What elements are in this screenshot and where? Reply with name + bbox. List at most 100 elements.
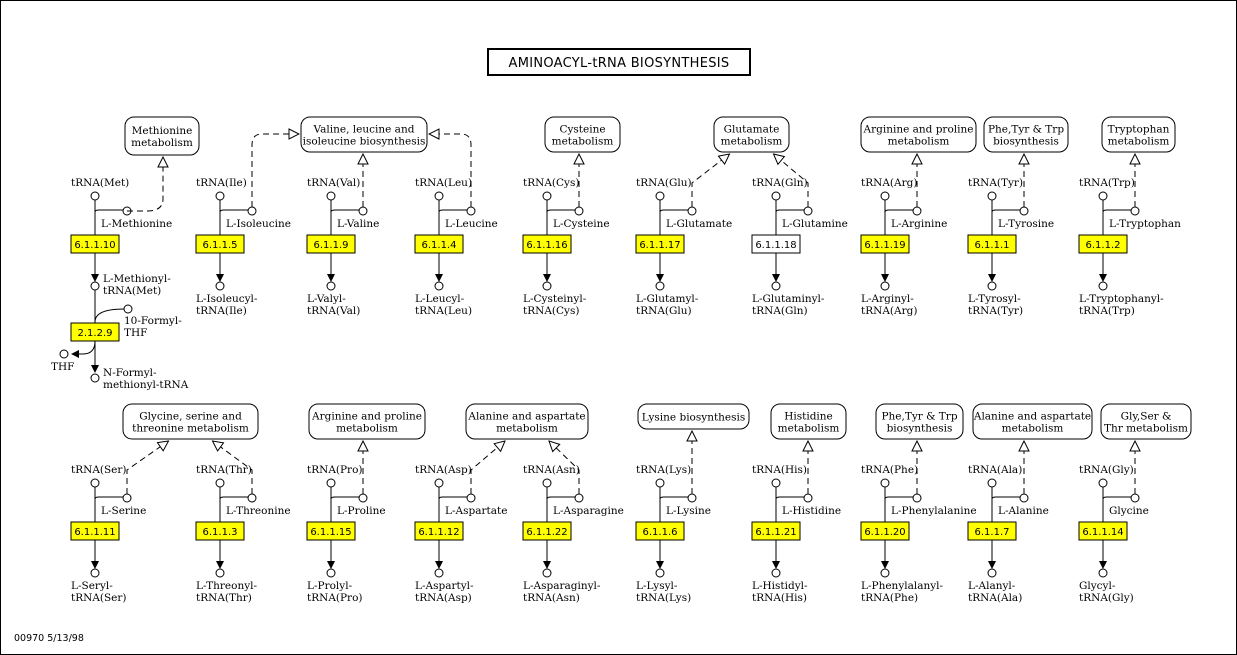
amino-acid-node[interactable]: [1020, 494, 1028, 502]
thf-node[interactable]: [60, 350, 68, 358]
trna-node[interactable]: [543, 479, 551, 487]
amino-acid-node[interactable]: [248, 207, 256, 215]
product-node[interactable]: [772, 569, 780, 577]
trna-node[interactable]: [327, 192, 335, 200]
trna-node[interactable]: [1099, 192, 1107, 200]
trna-node[interactable]: [1099, 479, 1107, 487]
amino-acid-label: Glycine: [1109, 505, 1149, 517]
product-node[interactable]: [216, 282, 224, 290]
enzyme-box[interactable]: 6.1.1.20: [861, 522, 909, 540]
formyl-donor-node[interactable]: [124, 305, 132, 313]
enzyme-box[interactable]: 6.1.1.15: [307, 522, 355, 540]
amino-acid-node[interactable]: [688, 207, 696, 215]
amino-acid-node[interactable]: [688, 494, 696, 502]
product-node[interactable]: [543, 569, 551, 577]
amino-acid-node[interactable]: [123, 494, 131, 502]
trna-node[interactable]: [881, 192, 889, 200]
enzyme-box[interactable]: 6.1.1.10: [71, 235, 119, 253]
pathway-link-glyser[interactable]: Gly,Ser &Thr metabolism: [1101, 404, 1191, 439]
trna-node[interactable]: [327, 479, 335, 487]
enzyme-box[interactable]: 6.1.1.9: [307, 235, 355, 253]
trna-node[interactable]: [91, 192, 99, 200]
enzyme-box[interactable]: 6.1.1.12: [415, 522, 463, 540]
product-node[interactable]: [988, 569, 996, 577]
amino-acid-node[interactable]: [575, 494, 583, 502]
trna-node[interactable]: [435, 479, 443, 487]
enzyme-box[interactable]: 6.1.1.11: [71, 522, 119, 540]
enzyme-box[interactable]: 6.1.1.3: [196, 522, 244, 540]
product-node[interactable]: [543, 282, 551, 290]
trna-node[interactable]: [988, 192, 996, 200]
product-node[interactable]: [1099, 569, 1107, 577]
product-node[interactable]: [656, 569, 664, 577]
formyl-product-node[interactable]: [91, 374, 99, 382]
trna-node[interactable]: [435, 192, 443, 200]
amino-acid-node[interactable]: [1131, 207, 1139, 215]
amino-acid-node[interactable]: [467, 494, 475, 502]
amino-acid-node[interactable]: [359, 494, 367, 502]
product-node[interactable]: [881, 569, 889, 577]
trna-node[interactable]: [543, 192, 551, 200]
trna-node[interactable]: [881, 479, 889, 487]
trna-node[interactable]: [772, 192, 780, 200]
product-node[interactable]: [216, 569, 224, 577]
enzyme-box[interactable]: 6.1.1.5: [196, 235, 244, 253]
amino-acid-node[interactable]: [804, 494, 812, 502]
enzyme-box[interactable]: 2.1.2.9: [71, 323, 119, 341]
enzyme-box[interactable]: 6.1.1.14: [1079, 522, 1127, 540]
trna-node[interactable]: [656, 192, 664, 200]
enzyme-box[interactable]: 6.1.1.7: [968, 522, 1016, 540]
enzyme-box[interactable]: 6.1.1.1: [968, 235, 1016, 253]
amino-acid-node[interactable]: [359, 207, 367, 215]
trna-node[interactable]: [91, 479, 99, 487]
trna-node[interactable]: [216, 479, 224, 487]
enzyme-box[interactable]: 6.1.1.16: [523, 235, 571, 253]
trna-node[interactable]: [772, 479, 780, 487]
amino-acid-node[interactable]: [1020, 207, 1028, 215]
amino-acid-node[interactable]: [248, 494, 256, 502]
enzyme-box[interactable]: 6.1.1.19: [861, 235, 909, 253]
amino-acid-node[interactable]: [467, 207, 475, 215]
product-node[interactable]: [91, 569, 99, 577]
product-label: L-Prolyl-: [307, 580, 353, 592]
trna-node[interactable]: [216, 192, 224, 200]
enzyme-box[interactable]: 6.1.1.17: [636, 235, 684, 253]
product-node[interactable]: [988, 282, 996, 290]
product-node[interactable]: [656, 282, 664, 290]
enzyme-box[interactable]: 6.1.1.22: [523, 522, 571, 540]
product-node[interactable]: [327, 282, 335, 290]
product-node[interactable]: [327, 569, 335, 577]
trna-node[interactable]: [988, 479, 996, 487]
amino-acid-node[interactable]: [575, 207, 583, 215]
product-node[interactable]: [881, 282, 889, 290]
product-node[interactable]: [772, 282, 780, 290]
pathway-link-lys[interactable]: Lysine biosynthesis: [638, 404, 749, 429]
product-node[interactable]: [91, 282, 99, 290]
amino-acid-node[interactable]: [1131, 494, 1139, 502]
amino-acid-node[interactable]: [913, 494, 921, 502]
product-node[interactable]: [1099, 282, 1107, 290]
amino-acid-node[interactable]: [804, 207, 812, 215]
enzyme-box[interactable]: 6.1.1.2: [1079, 235, 1127, 253]
enzyme-box[interactable]: 6.1.1.4: [415, 235, 463, 253]
amino-acid-node[interactable]: [913, 207, 921, 215]
enzyme-box[interactable]: 6.1.1.21: [752, 522, 800, 540]
enzyme-box[interactable]: 6.1.1.18: [752, 235, 800, 253]
enzyme-box[interactable]: 6.1.1.6: [636, 522, 684, 540]
product-node[interactable]: [435, 282, 443, 290]
product-node[interactable]: [435, 569, 443, 577]
trna-node[interactable]: [656, 479, 664, 487]
